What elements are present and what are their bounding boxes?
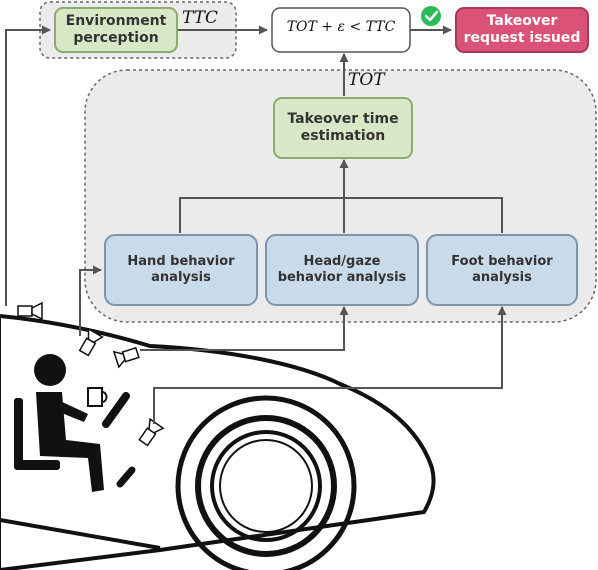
driver-icon — [14, 354, 104, 492]
hand-behavior-node — [104, 234, 258, 306]
env-perception-node — [54, 7, 178, 53]
arrow-camera-to-env — [5, 25, 51, 306]
camera-icon — [112, 346, 140, 369]
check-circle-icon — [421, 6, 441, 26]
car-body-icon — [0, 314, 436, 570]
pedal-icon — [116, 466, 136, 488]
condition-formula: TOT + ε < TTC — [286, 19, 396, 35]
tot-label: TOT — [348, 70, 385, 90]
wheel-icon — [175, 395, 357, 570]
cup-icon — [87, 387, 108, 407]
camera-icon — [138, 417, 165, 447]
car-sill — [0, 518, 161, 550]
steering-wheel-icon — [102, 392, 130, 428]
foot-behavior-node — [426, 234, 578, 306]
arrow-camera-to-hand — [79, 265, 102, 336]
connector-hand-up — [179, 197, 503, 233]
ttc-label: TTC — [182, 8, 219, 28]
condition-node — [271, 7, 411, 53]
camera-icon — [17, 301, 43, 321]
arrow-camera-to-foot — [153, 306, 507, 424]
takeover-request-node — [455, 7, 589, 53]
camera-icon — [78, 327, 104, 357]
takeover-time-estimation-node — [273, 97, 413, 159]
head-gaze-behavior-node — [265, 234, 419, 306]
arrow-camera-to-head — [140, 306, 349, 351]
